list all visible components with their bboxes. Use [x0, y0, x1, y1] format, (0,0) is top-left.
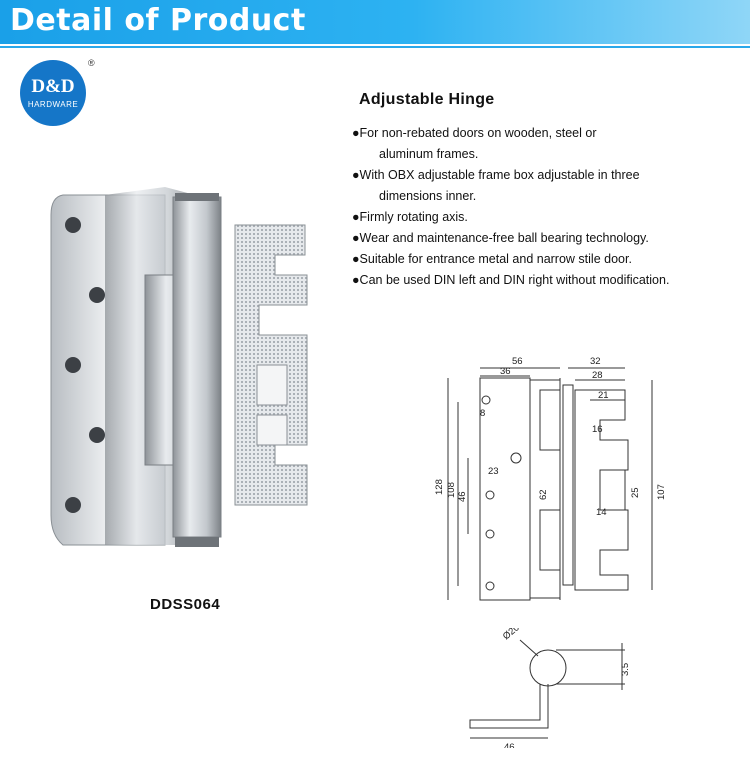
- header-divider: [0, 46, 750, 48]
- dim-16: 16: [592, 424, 603, 435]
- feature-text: ●Wear and maintenance-free ball bearing …: [352, 231, 649, 245]
- feature-text: ●Firmly rotating axis.: [352, 210, 468, 224]
- dim-108: 108: [446, 482, 457, 498]
- dim-diameter-20: Ø20: [501, 628, 522, 642]
- logo-brand-text: D&D: [31, 76, 75, 97]
- feature-item: ●Suitable for entrance metal and narrow …: [352, 249, 742, 270]
- dim-107: 107: [656, 484, 667, 500]
- dim-46-bottom: 46: [504, 742, 515, 748]
- feature-text: ●Can be used DIN left and DIN right with…: [352, 273, 670, 287]
- logo-sub-text: HARDWARE: [27, 100, 79, 109]
- feature-item: ●Wear and maintenance-free ball bearing …: [352, 228, 742, 249]
- page-title: Detail of Product: [10, 3, 306, 38]
- brand-logo: D&D HARDWARE: [20, 60, 86, 126]
- dim-56: 56: [512, 356, 523, 367]
- feature-item: ●For non-rebated doors on wooden, steel …: [352, 123, 742, 165]
- header-bar: Detail of Product: [0, 0, 750, 44]
- feature-text-cont: aluminum frames.: [379, 147, 479, 161]
- feature-item: ●With OBX adjustable frame box adjustabl…: [352, 165, 742, 207]
- feature-text: ●For non-rebated doors on wooden, steel …: [352, 126, 597, 140]
- registered-mark: ®: [88, 58, 95, 68]
- dim-28: 28: [592, 370, 603, 381]
- dim-36: 36: [500, 366, 511, 377]
- dim-62: 62: [538, 489, 549, 500]
- dim-21: 21: [598, 390, 609, 401]
- hinge-photo: [50, 187, 308, 547]
- product-title: Adjustable Hinge: [359, 91, 495, 108]
- feature-text: ●With OBX adjustable frame box adjustabl…: [352, 168, 640, 182]
- barrel-section-drawing: Ø20 3.5 46: [469, 628, 631, 748]
- dimension-drawing: 56 36 32 28 21 8 16 23 128 108 46 62 25 …: [434, 356, 667, 601]
- dim-3-5: 3.5: [620, 663, 631, 676]
- feature-item: ●Firmly rotating axis.: [352, 207, 742, 228]
- dim-46: 46: [457, 491, 468, 502]
- feature-text-cont: dimensions inner.: [379, 189, 477, 203]
- feature-item: ●Can be used DIN left and DIN right with…: [352, 270, 742, 291]
- dim-23: 23: [488, 466, 499, 477]
- dim-14: 14: [596, 507, 607, 518]
- dim-32: 32: [590, 356, 601, 367]
- feature-text: ●Suitable for entrance metal and narrow …: [352, 252, 632, 266]
- feature-list: ●For non-rebated doors on wooden, steel …: [352, 123, 742, 291]
- model-number: DDSS064: [150, 596, 221, 613]
- dim-128: 128: [434, 479, 445, 495]
- dim-8: 8: [480, 408, 485, 419]
- dim-25: 25: [630, 487, 641, 498]
